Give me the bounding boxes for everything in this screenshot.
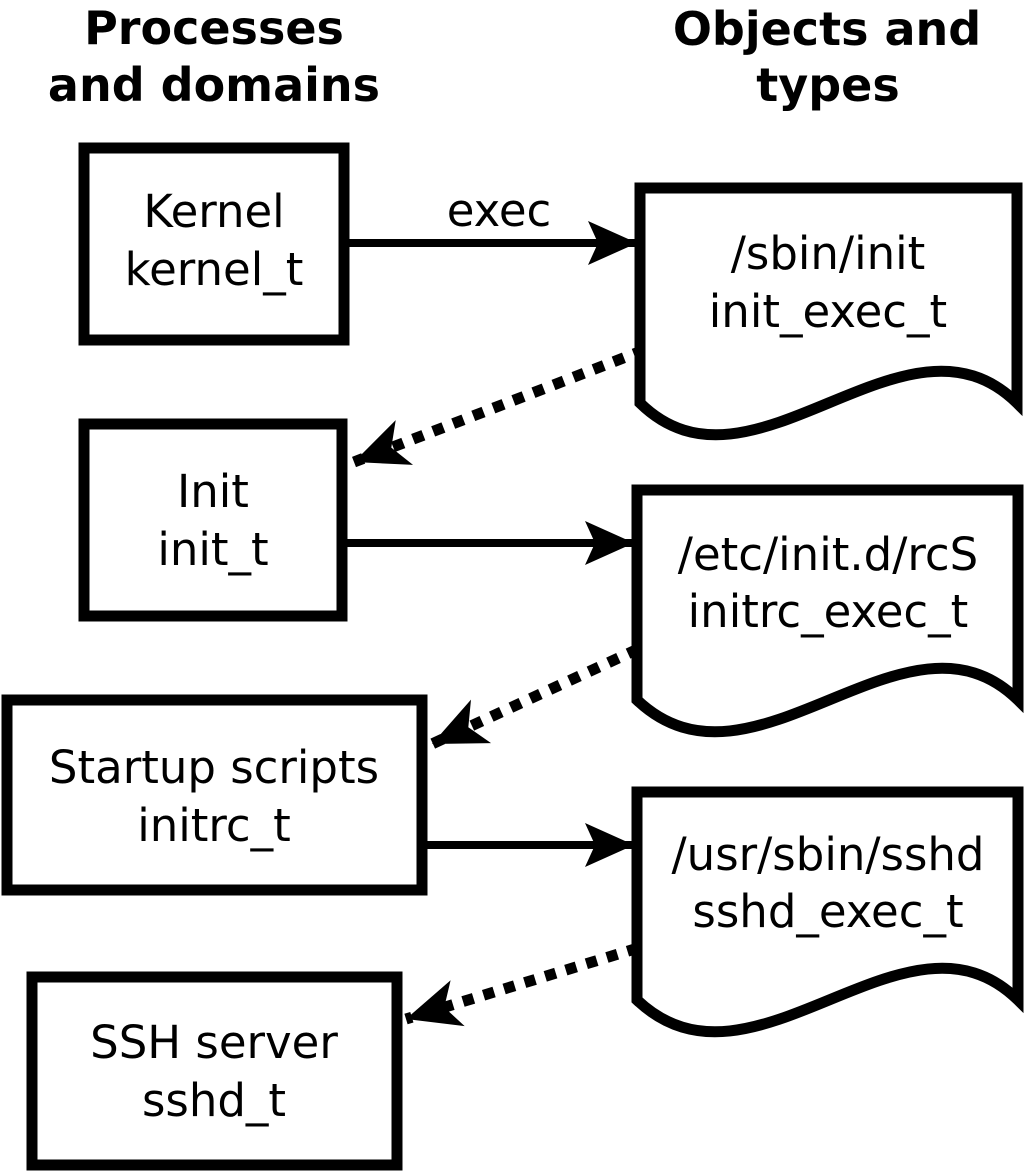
object-doc-usr-sbin-sshd-shape [631,786,1024,1038]
process-box-ssh-server: SSH server sshd_t [26,971,403,1171]
process-box-startup-scripts: Startup scripts initrc_t [1,694,428,896]
process-box-init-name: Init [177,465,249,518]
process-box-kernel-outline [78,142,350,346]
process-box-ssh-server-name: SSH server [90,1016,338,1069]
object-doc-sbin-init: /sbin/init init_exec_t [634,182,1023,441]
object-doc-sbin-init-type: init_exec_t [709,285,947,338]
object-doc-etc-initd-rcs: /etc/init.d/rcS initrc_exec_t [631,484,1024,738]
object-doc-usr-sbin-sshd-path: /usr/sbin/sshd [672,828,985,881]
object-doc-usr-sbin-sshd-type: sshd_exec_t [692,885,963,938]
process-box-kernel: Kernel kernel_t [78,142,350,346]
process-box-ssh-server-outline [26,971,403,1171]
object-doc-etc-initd-rcs-type: initrc_exec_t [688,585,969,638]
process-box-startup-scripts-outline [1,694,428,896]
object-doc-sbin-init-shape [634,182,1023,441]
process-box-startup-scripts-domain: initrc_t [137,799,291,852]
left-column-header-line1: Processes [84,1,344,55]
right-column-header-line2: types [756,58,899,112]
transition-arrows [352,344,646,1027]
object-doc-etc-initd-rcs-path: /etc/init.d/rcS [678,528,978,581]
exec-arrow-label: exec [447,184,552,237]
object-doc-etc-initd-rcs-shape [631,484,1024,738]
exec-arrows: exec [347,184,637,867]
column-headers: Processes and domains Objects and types [48,1,981,112]
object-doc-usr-sbin-sshd: /usr/sbin/sshd sshd_exec_t [631,786,1024,1038]
transition-arrow-sshd-exec-to-sshd [404,942,640,1027]
process-box-init-outline [78,418,348,622]
process-box-init: Init init_t [78,418,348,622]
transition-arrow-initrc-exec-to-initrc [429,644,641,749]
process-box-kernel-domain: kernel_t [125,243,304,296]
left-column-header-line2: and domains [48,58,380,112]
process-box-kernel-name: Kernel [143,185,284,238]
process-box-ssh-server-domain: sshd_t [142,1074,286,1127]
process-box-startup-scripts-name: Startup scripts [49,741,379,794]
process-box-init-domain: init_t [157,523,268,576]
right-column-header-line1: Objects and [673,2,981,56]
object-doc-sbin-init-path: /sbin/init [731,227,926,280]
transition-arrow-init-exec-to-init [352,344,646,468]
